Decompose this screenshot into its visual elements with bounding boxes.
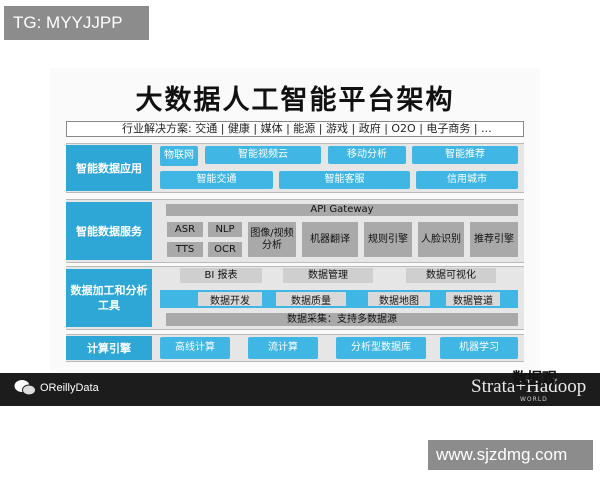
- data-collection-bar: 数据采集：支持多数据源: [166, 313, 518, 326]
- wechat-icon: [14, 380, 36, 396]
- footer-left-brand: OReillyData: [40, 382, 99, 394]
- pipeline-data-quality: 数据质量: [276, 292, 346, 307]
- industry-solutions-bar: 行业解决方案: 交通 | 健康 | 媒体 | 能源 | 游戏 | 政府 | O2…: [66, 121, 524, 137]
- pipeline-data-map: 数据地图: [368, 292, 430, 307]
- app-customer-service: 智能客服: [279, 171, 410, 189]
- pipeline-data-pipeline: 数据管道: [446, 292, 500, 307]
- watermark-tag: TG: MYYJJPP: [4, 6, 149, 40]
- app-mobile-analytics: 移动分析: [328, 146, 406, 164]
- tool-data-management: 数据管理: [283, 268, 373, 283]
- overlay-watermark: 数据观: [512, 369, 558, 387]
- footer-strip: [0, 373, 600, 406]
- compute-layer-label: 计算引擎: [66, 336, 152, 360]
- diagram-title: 大数据人工智能平台架构: [135, 85, 455, 116]
- svc-image-video: 图像/视频分析: [248, 222, 296, 257]
- engine-stream: 流计算: [248, 337, 318, 359]
- app-layer-label: 智能数据应用: [66, 145, 152, 191]
- footer-right-sub: WORLD: [520, 396, 548, 403]
- svc-tts: TTS: [167, 242, 203, 257]
- service-layer-label: 智能数据服务: [66, 202, 152, 260]
- engine-machine-learning: 机器学习: [440, 337, 518, 359]
- svc-face-recognition: 人脸识别: [418, 222, 464, 257]
- tool-bi-report: BI 报表: [180, 268, 262, 283]
- footer-right-brand: Strata+Hadoop: [471, 376, 587, 397]
- svc-rule-engine: 规则引擎: [364, 222, 412, 257]
- tool-data-visualization: 数据可视化: [406, 268, 496, 283]
- pipeline-data-dev: 数据开发: [198, 292, 262, 307]
- processing-layer-label: 数据加工和分析工具: [66, 269, 152, 327]
- svc-translation: 机器翻译: [302, 222, 358, 257]
- engine-analytic-db: 分析型数据库: [336, 337, 426, 359]
- app-credit-city: 信用城市: [416, 171, 518, 189]
- app-recommendation: 智能推荐: [412, 146, 518, 164]
- engine-offline: 高线计算: [160, 337, 230, 359]
- app-video-cloud: 智能视频云: [205, 146, 321, 164]
- app-iot: 物联网: [160, 146, 198, 166]
- api-gateway: API Gateway: [166, 204, 518, 216]
- svc-recommend-engine: 推荐引擎: [470, 222, 518, 257]
- svc-asr: ASR: [167, 222, 203, 237]
- site-url-tag: www.sjzdmg.com: [428, 440, 593, 470]
- svc-nlp: NLP: [208, 222, 242, 237]
- svc-ocr: OCR: [208, 242, 242, 257]
- app-traffic: 智能交通: [160, 171, 273, 189]
